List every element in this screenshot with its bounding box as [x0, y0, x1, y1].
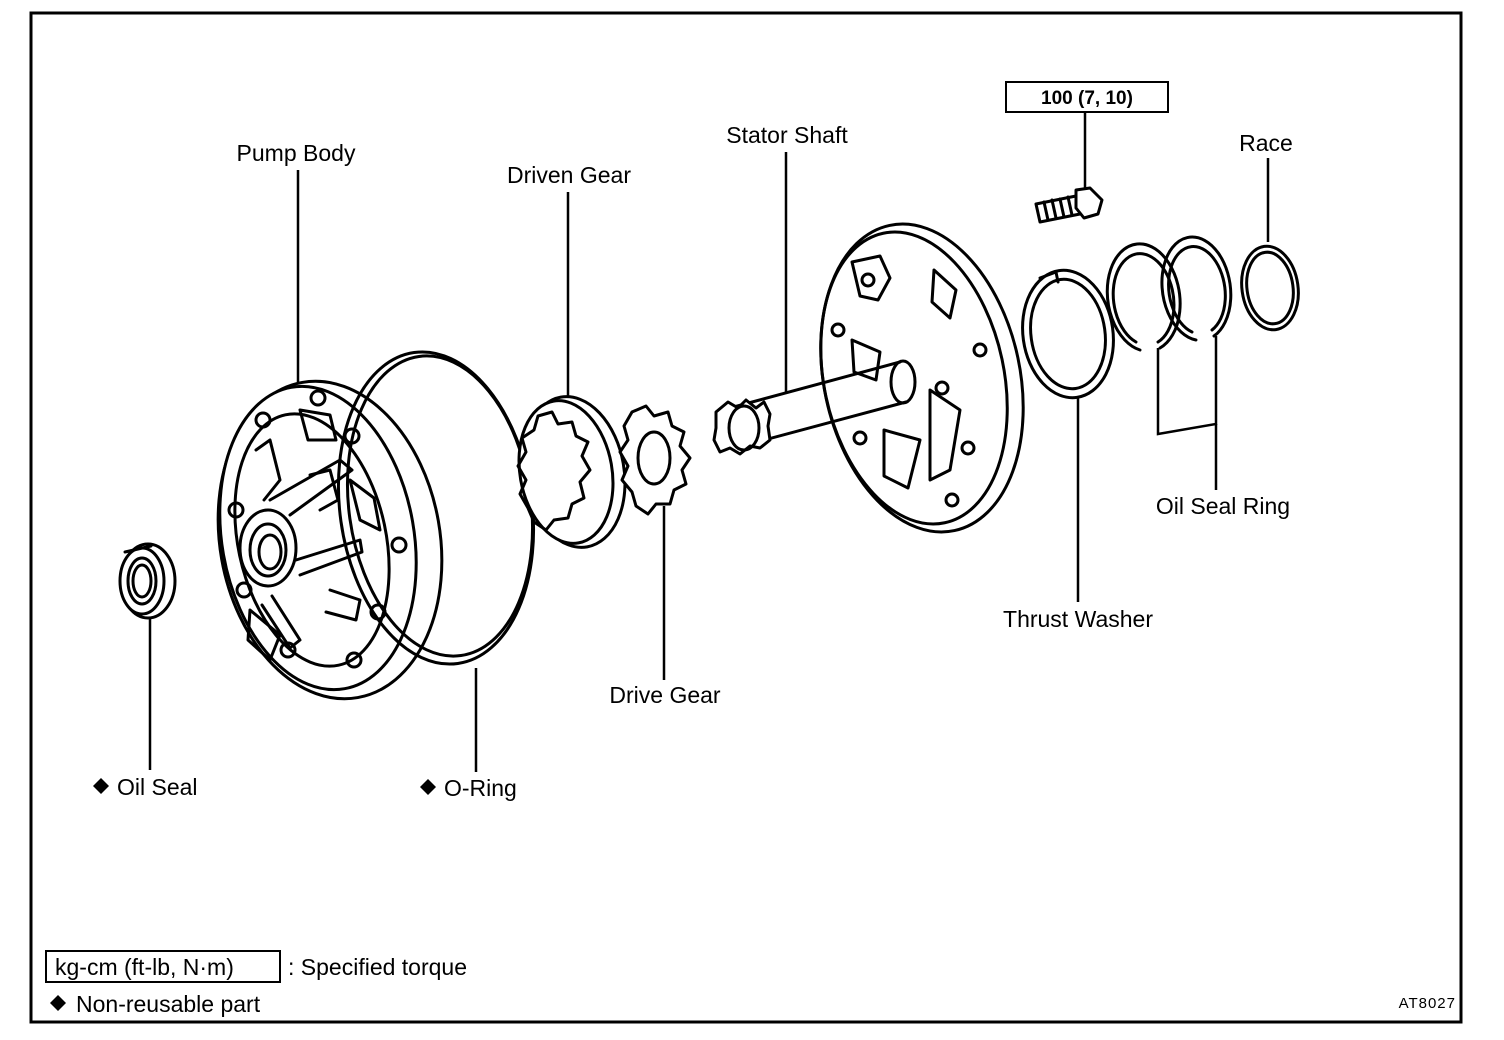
diagram-frame: [29, 11, 1463, 1024]
legend-torque-desc: : Specified torque: [288, 954, 467, 980]
oil-seal-part: [118, 542, 177, 620]
label-drive-gear: Drive Gear: [609, 682, 721, 708]
race-part: [1240, 244, 1300, 332]
legend-torque-unit: kg-cm (ft-lb, N·m): [55, 954, 234, 980]
non-reusable-diamond-icon: [420, 779, 436, 795]
driven-gear-part: [516, 395, 627, 549]
oil-seal-rings-part: [1105, 235, 1233, 352]
legend-diamond-icon: [50, 995, 66, 1011]
thrust-washer-part: [1021, 268, 1115, 400]
pump-body-part: [216, 379, 444, 701]
torque-spec-value: 100 (7, 10): [1041, 88, 1133, 109]
label-o-ring: O-Ring: [444, 775, 517, 801]
figure-code: AT8027: [1399, 995, 1456, 1012]
leader-lines: [148, 112, 1270, 772]
bolt-part: [1034, 186, 1104, 224]
torque-spec-box: [1005, 81, 1169, 113]
label-stator-shaft: Stator Shaft: [726, 122, 848, 148]
label-pump-body: Pump Body: [237, 140, 356, 166]
label-thrust-washer: Thrust Washer: [1003, 606, 1153, 632]
label-race: Race: [1239, 130, 1293, 156]
stator-shaft-part: [712, 222, 1025, 534]
non-reusable-diamond-icon: [93, 778, 109, 794]
legend-non-reusable: Non-reusable part: [76, 991, 261, 1017]
legend-torque-unit-box: [45, 950, 281, 983]
drive-gear-part: [618, 404, 692, 516]
label-oil-seal: Oil Seal: [117, 774, 198, 800]
label-oil-seal-ring: Oil Seal Ring: [1156, 493, 1290, 519]
label-driven-gear: Driven Gear: [507, 162, 631, 188]
